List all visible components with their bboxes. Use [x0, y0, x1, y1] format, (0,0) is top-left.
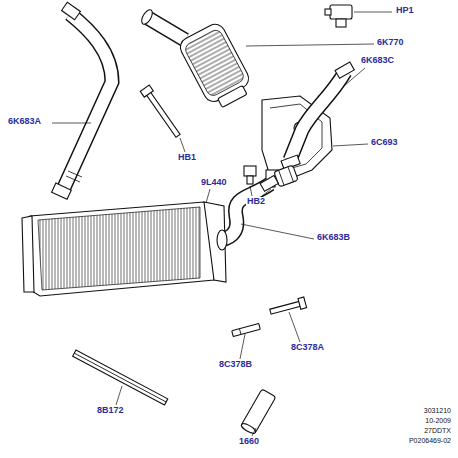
callout-number: 8C378B	[218, 360, 253, 370]
callout-number: HB2	[246, 197, 266, 207]
pin	[269, 297, 307, 317]
callout-number: 9L440	[200, 178, 228, 188]
reference-code: 10-2009	[424, 417, 452, 425]
foam-strip	[73, 350, 168, 405]
callout-number: HP1	[395, 6, 415, 16]
bolt	[140, 85, 182, 139]
sleeve	[240, 389, 276, 435]
callout-number: 1660	[238, 437, 260, 447]
callout-number: 8C378A	[290, 343, 325, 353]
reference-code: P0206469-02	[408, 437, 452, 445]
leader-lines	[52, 12, 392, 436]
hose-6k683c	[281, 62, 354, 169]
air-duct	[177, 21, 256, 112]
callout-number: 6C693	[370, 138, 399, 148]
callout-number: HB1	[177, 153, 197, 163]
reference-code: 3031210	[423, 407, 452, 415]
hose-6k683a	[52, 2, 112, 199]
intercooler	[22, 202, 227, 296]
callout-number: 6K770	[376, 38, 405, 48]
callout-number: 6K683B	[316, 233, 351, 243]
callout-number: 8B172	[96, 406, 125, 416]
callout-number: 6K683A	[7, 117, 42, 127]
duct-inlet	[140, 8, 185, 40]
reference-code: 27DDTX	[423, 427, 452, 435]
pin	[232, 323, 261, 336]
pressure-sensor	[325, 5, 352, 27]
callout-number: 6K683C	[360, 56, 395, 66]
